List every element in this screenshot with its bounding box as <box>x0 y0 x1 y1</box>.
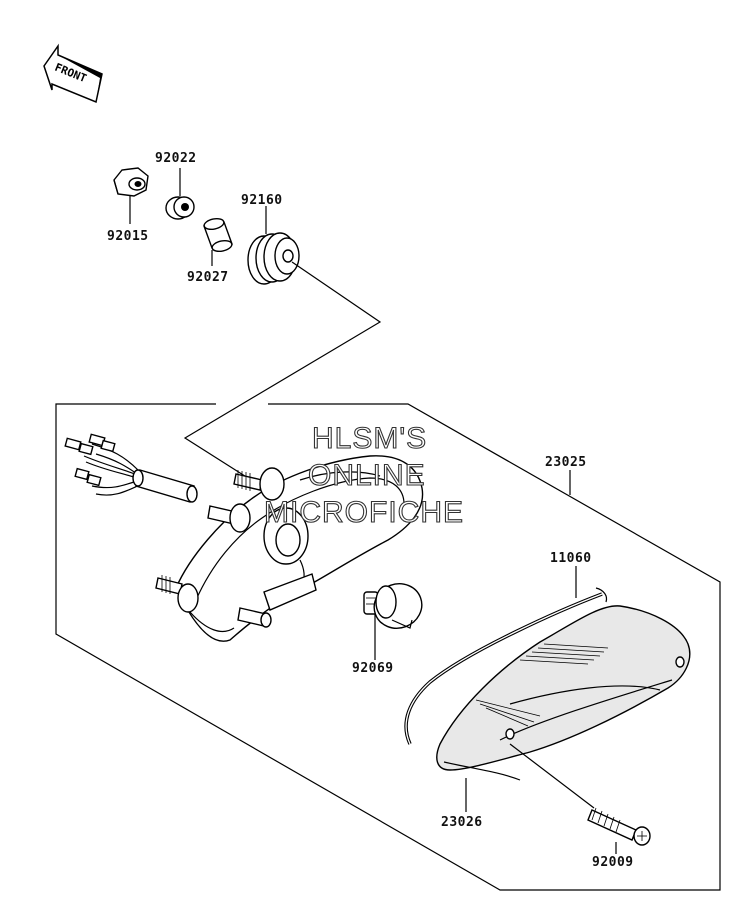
bulb-92069 <box>363 583 423 629</box>
washer-92022 <box>165 196 195 220</box>
label-92022: 92022 <box>155 151 197 166</box>
watermark-line-3: MICROFICHE <box>264 496 464 529</box>
lens-reflector-lines <box>475 643 609 727</box>
label-92160: 92160 <box>241 193 283 208</box>
watermark-line-1: HLSM'S <box>312 422 427 455</box>
label-23026: 23026 <box>441 815 483 830</box>
watermark: HLSM'S ONLINE MICROFICHE <box>263 421 464 529</box>
label-92015: 92015 <box>107 229 149 244</box>
grommet-92160 <box>247 232 300 285</box>
label-11060: 11060 <box>550 551 592 566</box>
screw-axis-line <box>509 743 595 809</box>
lamp-housing <box>155 455 424 642</box>
watermark-line-2: ONLINE <box>308 459 426 492</box>
gasket-11060 <box>404 587 608 745</box>
lens-23026 <box>436 605 691 781</box>
collar-92027 <box>203 217 233 253</box>
assembly-line <box>183 261 382 479</box>
nut-92015 <box>113 167 149 197</box>
label-92069: 92069 <box>352 661 394 676</box>
group-bracket <box>55 403 721 891</box>
label-92027: 92027 <box>187 270 229 285</box>
front-arrow-icon: FRONT <box>43 43 103 104</box>
label-23025: 23025 <box>545 455 587 470</box>
label-92009: 92009 <box>592 855 634 870</box>
wiring-harness <box>64 433 198 503</box>
screw-92009 <box>587 807 651 846</box>
